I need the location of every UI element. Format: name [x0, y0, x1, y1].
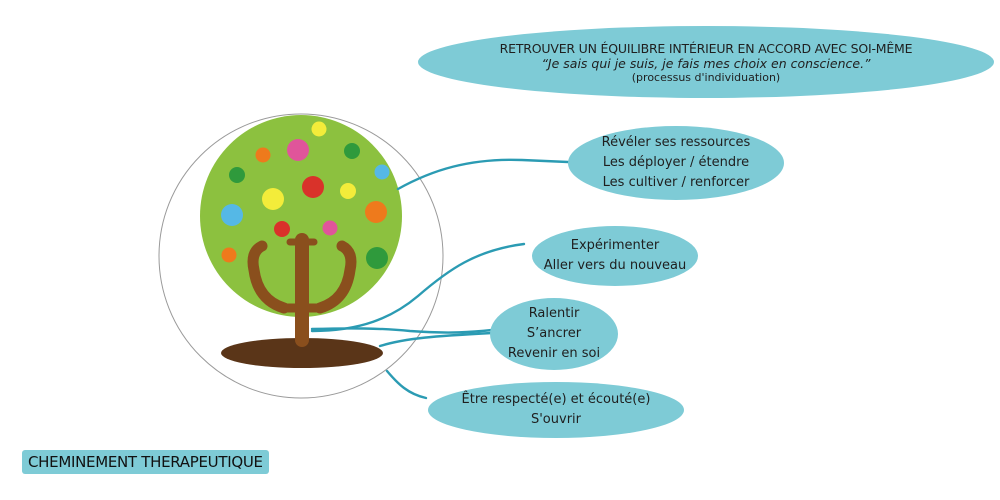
- resources-line: Les déployer / étendre: [602, 155, 750, 170]
- fruits: [221, 121, 390, 269]
- goal-headline: RETROUVER UN ÉQUILIBRE INTÉRIEUR EN ACCO…: [499, 40, 913, 56]
- fruit: [366, 247, 388, 269]
- fruit: [302, 176, 324, 198]
- slow-down-line: S’ancrer: [526, 326, 582, 341]
- fruit: [229, 167, 245, 183]
- psi-trunk: [247, 233, 357, 347]
- fruit: [344, 143, 360, 159]
- goal-subtitle: (processus d'individuation): [631, 70, 781, 84]
- resources-bubble: Révéler ses ressources Les déployer / ét…: [568, 126, 784, 200]
- connector-experiment: [310, 242, 526, 333]
- fruit: [365, 201, 387, 223]
- fruit: [221, 204, 243, 226]
- fruit: [287, 139, 309, 161]
- connector-slow-lower: [378, 331, 494, 348]
- connectors: [310, 158, 570, 400]
- fruit: [221, 247, 237, 263]
- ground-shape: [221, 338, 383, 368]
- connector-slow-upper: [310, 327, 494, 334]
- slow-down-line: Revenir en soi: [507, 346, 601, 361]
- resources-line: Les cultiver / renforcer: [602, 175, 750, 190]
- psi-tree-icon: [200, 115, 402, 368]
- goal-quote: “Je sais qui je suis, je fais mes choix …: [541, 55, 871, 71]
- respect-bubble: Être respecté(e) et écouté(e) S'ouvrir: [428, 382, 684, 438]
- slow-down-bubble: Ralentir S’ancrer Revenir en soi: [490, 298, 618, 370]
- fruit: [311, 121, 327, 137]
- fruit: [262, 188, 284, 210]
- experiment-bubble: Expérimenter Aller vers du nouveau: [532, 226, 698, 286]
- resources-line: Révéler ses ressources: [601, 135, 751, 150]
- emblem-outline: [158, 113, 444, 399]
- connector-respect: [385, 369, 428, 400]
- experiment-line: Expérimenter: [570, 238, 660, 253]
- fruit: [255, 147, 271, 163]
- respect-line: Être respecté(e) et écouté(e): [461, 392, 651, 407]
- fruit: [274, 221, 290, 237]
- connector-resources: [396, 158, 570, 191]
- fruit: [340, 183, 356, 199]
- page-title: CHEMINEMENT THERAPEUTIQUE: [22, 450, 269, 474]
- goal-bubble: RETROUVER UN ÉQUILIBRE INTÉRIEUR EN ACCO…: [418, 26, 994, 98]
- experiment-line: Aller vers du nouveau: [543, 258, 687, 273]
- fruit: [374, 164, 390, 180]
- slow-down-line: Ralentir: [528, 306, 580, 321]
- fruit: [322, 220, 338, 236]
- respect-line: S'ouvrir: [530, 412, 581, 427]
